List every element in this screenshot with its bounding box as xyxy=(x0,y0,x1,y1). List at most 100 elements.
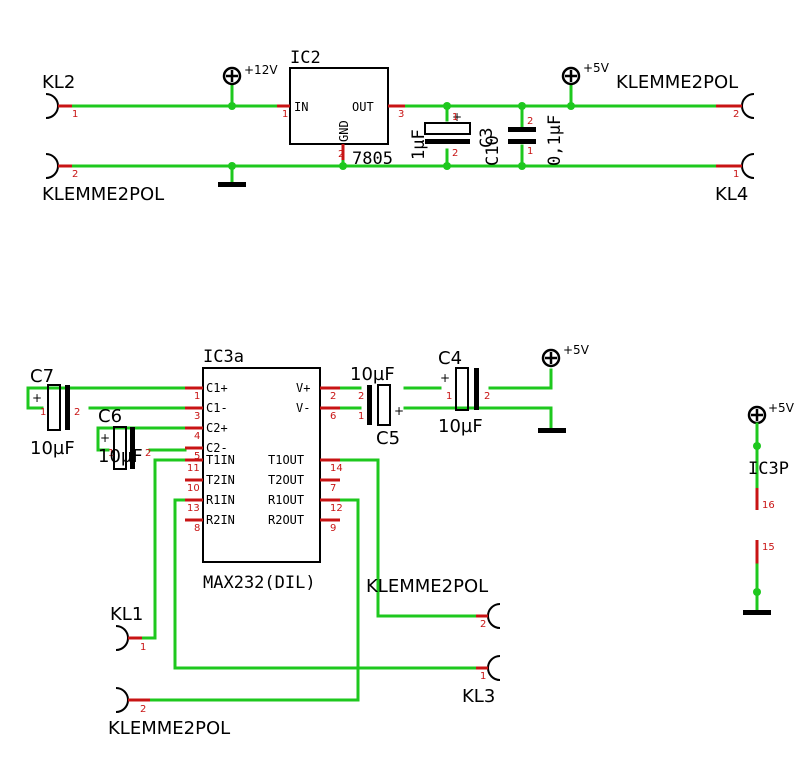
supply-5v-label-top: +5V xyxy=(583,61,610,75)
regulator-pin-in: IN xyxy=(294,100,308,114)
max232-chip: IC3a MAX232(DIL) C1+ C1- C2+ C2- T1IN T2… xyxy=(185,347,343,593)
svg-text:12: 12 xyxy=(330,503,343,514)
terminal-kl4-value: KLEMME2POL xyxy=(616,72,738,93)
svg-text:9: 9 xyxy=(330,523,336,534)
svg-text:+: + xyxy=(394,404,404,418)
max232-pin-c1n: C1- xyxy=(206,401,228,415)
max232-pin-t1out: T1OUT xyxy=(268,453,304,467)
terminal-kl3-name: KL3 xyxy=(462,686,495,707)
max232-pin-t2out: T2OUT xyxy=(268,473,304,487)
supply-5v-label-mid: +5V xyxy=(563,343,590,357)
svg-text:+: + xyxy=(32,391,42,405)
capacitor-c10-value: 0,1µF xyxy=(545,115,565,166)
max232-pin-c2p: C2+ xyxy=(206,421,228,435)
svg-text:1: 1 xyxy=(480,671,486,682)
svg-text:1: 1 xyxy=(446,391,452,402)
svg-text:+: + xyxy=(440,371,450,385)
terminal-kl1-name: KL1 xyxy=(110,604,143,625)
max232-name: IC3a xyxy=(203,347,244,367)
svg-text:8: 8 xyxy=(194,523,200,534)
capacitor-c7: + 1 2 C7 10µF xyxy=(30,366,80,459)
capacitor-c5-value: 10µF xyxy=(350,364,395,385)
capacitor-c10: 2 1 C10 0,1µF xyxy=(483,115,565,166)
max232-pin-t2in: T2IN xyxy=(206,473,235,487)
terminal-kl2: 1 2 KL2 KLEMME2POL xyxy=(42,72,164,205)
regulator-value: 7805 xyxy=(352,149,393,169)
capacitor-c5: + 2 1 C5 10µF xyxy=(350,364,404,449)
max232-pin-r2in: R2IN xyxy=(206,513,235,527)
terminal-kl1-value: KLEMME2POL xyxy=(108,718,230,739)
svg-text:2: 2 xyxy=(484,391,490,402)
capacitor-c6-value: 10µF xyxy=(98,446,143,467)
capacitor-c4-value: 10µF xyxy=(438,416,483,437)
svg-text:1: 1 xyxy=(733,169,739,180)
max232-pin-c1p: C1+ xyxy=(206,381,228,395)
svg-text:1: 1 xyxy=(108,448,114,459)
svg-text:1: 1 xyxy=(72,109,78,120)
svg-text:2: 2 xyxy=(527,116,533,127)
max232-pin-r1out: R1OUT xyxy=(268,493,304,507)
svg-text:3: 3 xyxy=(194,411,200,422)
capacitor-c4-name: C4 xyxy=(438,348,462,369)
svg-text:+: + xyxy=(100,431,110,445)
capacitor-c3: + 1 2 C3 1µF xyxy=(409,110,497,160)
capacitor-c7-value: 10µF xyxy=(30,438,75,459)
svg-text:+: + xyxy=(452,110,462,124)
svg-text:2: 2 xyxy=(72,169,78,180)
ic3p-power-section: +5V IC3P 16 15 xyxy=(743,401,795,615)
svg-text:2: 2 xyxy=(74,407,80,418)
svg-text:5: 5 xyxy=(194,451,200,462)
svg-text:10: 10 xyxy=(187,483,200,494)
ic3p-name: IC3P xyxy=(748,459,789,479)
regulator-7805: IC2 IN OUT GND 7805 1 3 2 xyxy=(277,48,405,169)
max232-pin-c2n: C2- xyxy=(206,441,228,455)
supply-12v-symbol: +12V xyxy=(222,63,278,86)
capacitor-c7-name: C7 xyxy=(30,366,54,387)
svg-text:1: 1 xyxy=(452,112,458,123)
terminal-kl3: 2 1 KLEMME2POL KL3 xyxy=(366,576,501,707)
svg-text:1: 1 xyxy=(140,642,146,653)
regulator-pin-gnd: GND xyxy=(337,120,351,142)
svg-text:2: 2 xyxy=(330,391,336,402)
svg-text:2: 2 xyxy=(480,619,486,630)
terminal-kl2-name: KL2 xyxy=(42,72,75,93)
svg-text:2: 2 xyxy=(338,149,344,160)
svg-text:11: 11 xyxy=(187,463,200,474)
svg-text:6: 6 xyxy=(330,411,336,422)
capacitor-c10-name: C10 xyxy=(483,135,503,166)
svg-text:1: 1 xyxy=(358,411,364,422)
max232-pin-r1in: R1IN xyxy=(206,493,235,507)
ground-symbol-mid xyxy=(538,428,566,433)
svg-text:2: 2 xyxy=(733,109,739,120)
max232-pin-r2out: R2OUT xyxy=(268,513,304,527)
max232-pin-vn: V- xyxy=(296,401,310,415)
ground-symbol-right xyxy=(743,610,771,615)
svg-text:3: 3 xyxy=(398,109,404,120)
capacitor-c6: + 1 2 C6 10µF xyxy=(98,406,151,470)
svg-text:14: 14 xyxy=(330,463,343,474)
capacitor-c5-name: C5 xyxy=(376,428,400,449)
supply-12v-label: +12V xyxy=(244,63,278,77)
regulator-pin-out: OUT xyxy=(352,100,374,114)
regulator-name: IC2 xyxy=(290,48,321,68)
svg-text:1: 1 xyxy=(282,109,288,120)
ground-symbol-top xyxy=(218,182,246,187)
svg-text:1: 1 xyxy=(527,146,533,157)
capacitor-c4: + 1 2 C4 10µF xyxy=(438,348,490,437)
terminal-kl3-value: KLEMME2POL xyxy=(366,576,488,597)
capacitor-c6-name: C6 xyxy=(98,406,122,427)
ic3p-supply-label: +5V xyxy=(768,401,795,415)
capacitor-c3-value: 1µF xyxy=(409,129,429,160)
terminal-kl1: 1 2 KL1 KLEMME2POL xyxy=(108,604,230,739)
terminal-kl2-value: KLEMME2POL xyxy=(42,184,164,205)
max232-pin-t1in: T1IN xyxy=(206,453,235,467)
max232-pin-vp: V+ xyxy=(296,381,310,395)
svg-text:1: 1 xyxy=(194,391,200,402)
ic3p-pin-gnd: 15 xyxy=(762,542,775,553)
svg-text:4: 4 xyxy=(194,431,200,442)
max232-value: MAX232(DIL) xyxy=(203,573,316,593)
svg-text:2: 2 xyxy=(452,148,458,159)
terminal-kl4: 2 1 KLEMME2POL KL4 xyxy=(616,72,755,205)
svg-text:13: 13 xyxy=(187,503,200,514)
